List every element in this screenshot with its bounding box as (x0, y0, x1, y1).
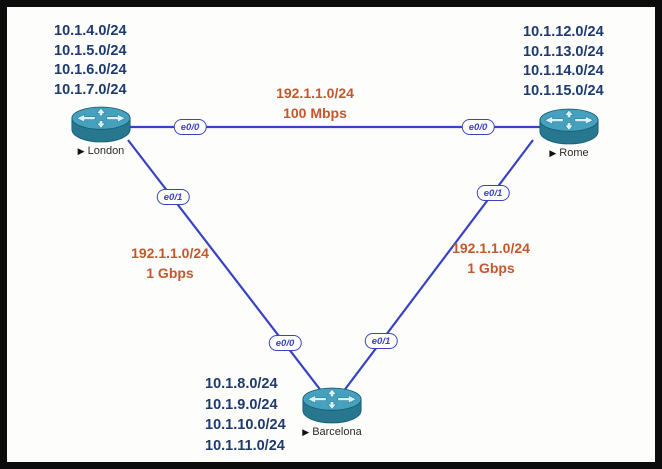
interface-label-rome-e0-1: e0/1 (476, 185, 510, 201)
router-label: ▶ London (78, 145, 125, 157)
link-speed: 1 Gbps (146, 265, 194, 281)
interface-label-london-e0-1: e0/1 (156, 189, 190, 205)
rome-networks: 10.1.12.0/24 10.1.13.0/24 10.1.14.0/24 1… (523, 23, 604, 101)
router-rome: ▶ Rome (524, 107, 614, 159)
network-address: 10.1.13.0/24 (523, 43, 604, 60)
network-address: 10.1.14.0/24 (523, 63, 604, 79)
link-speed: 1 Gbps (467, 260, 515, 276)
router-name: London (87, 145, 125, 157)
router-name: Rome (559, 147, 589, 159)
link-speed: 100 Mbps (283, 105, 347, 121)
link-network: 192.1.1.0/24 (276, 85, 354, 101)
network-address: 10.1.12.0/24 (523, 24, 604, 40)
network-address: 10.1.15.0/24 (523, 82, 604, 99)
router-barcelona: ▶ Barcelona (287, 386, 377, 438)
network-address: 10.1.11.0/24 (205, 437, 285, 454)
network-address: 10.1.9.0/24 (205, 396, 278, 413)
network-address: 10.1.4.0/24 (54, 23, 127, 39)
interface-label-london-e0-0: e0/0 (173, 119, 207, 135)
network-address: 10.1.5.0/24 (54, 42, 127, 59)
router-icon (302, 387, 362, 424)
link-rome-barcelona (342, 139, 534, 393)
label-pointer-icon: ▶ (77, 145, 85, 156)
rome-barcelona-link-label: 192.1.1.0/24 1 Gbps (452, 238, 530, 278)
label-pointer-icon: ▶ (302, 426, 310, 437)
router-label: ▶ Rome (549, 147, 588, 159)
network-address: 10.1.6.0/24 (54, 62, 127, 78)
network-address: 10.1.7.0/24 (54, 81, 127, 98)
network-address: 10.1.8.0/24 (205, 376, 278, 392)
router-icon (539, 108, 599, 145)
barcelona-networks: 10.1.8.0/24 10.1.9.0/24 10.1.10.0/24 10.… (205, 374, 286, 456)
london-barcelona-link-label: 192.1.1.0/24 1 Gbps (131, 243, 209, 283)
interface-label-barcelona-e0-1: e0/1 (364, 333, 398, 349)
router-icon (71, 106, 131, 143)
interface-label-rome-e0-0: e0/0 (461, 119, 495, 135)
link-network: 192.1.1.0/24 (452, 240, 530, 256)
router-name: Barcelona (312, 426, 362, 438)
interface-label-barcelona-e0-0: e0/0 (268, 335, 302, 351)
label-pointer-icon: ▶ (549, 147, 557, 158)
router-london: ▶ London (56, 105, 146, 157)
router-label: ▶ Barcelona (302, 426, 361, 438)
link-network: 192.1.1.0/24 (131, 245, 209, 261)
london-networks: 10.1.4.0/24 10.1.5.0/24 10.1.6.0/24 10.1… (54, 22, 127, 100)
london-rome-link-label: 192.1.1.0/24 100 Mbps (276, 83, 354, 123)
network-address: 10.1.10.0/24 (205, 417, 286, 433)
